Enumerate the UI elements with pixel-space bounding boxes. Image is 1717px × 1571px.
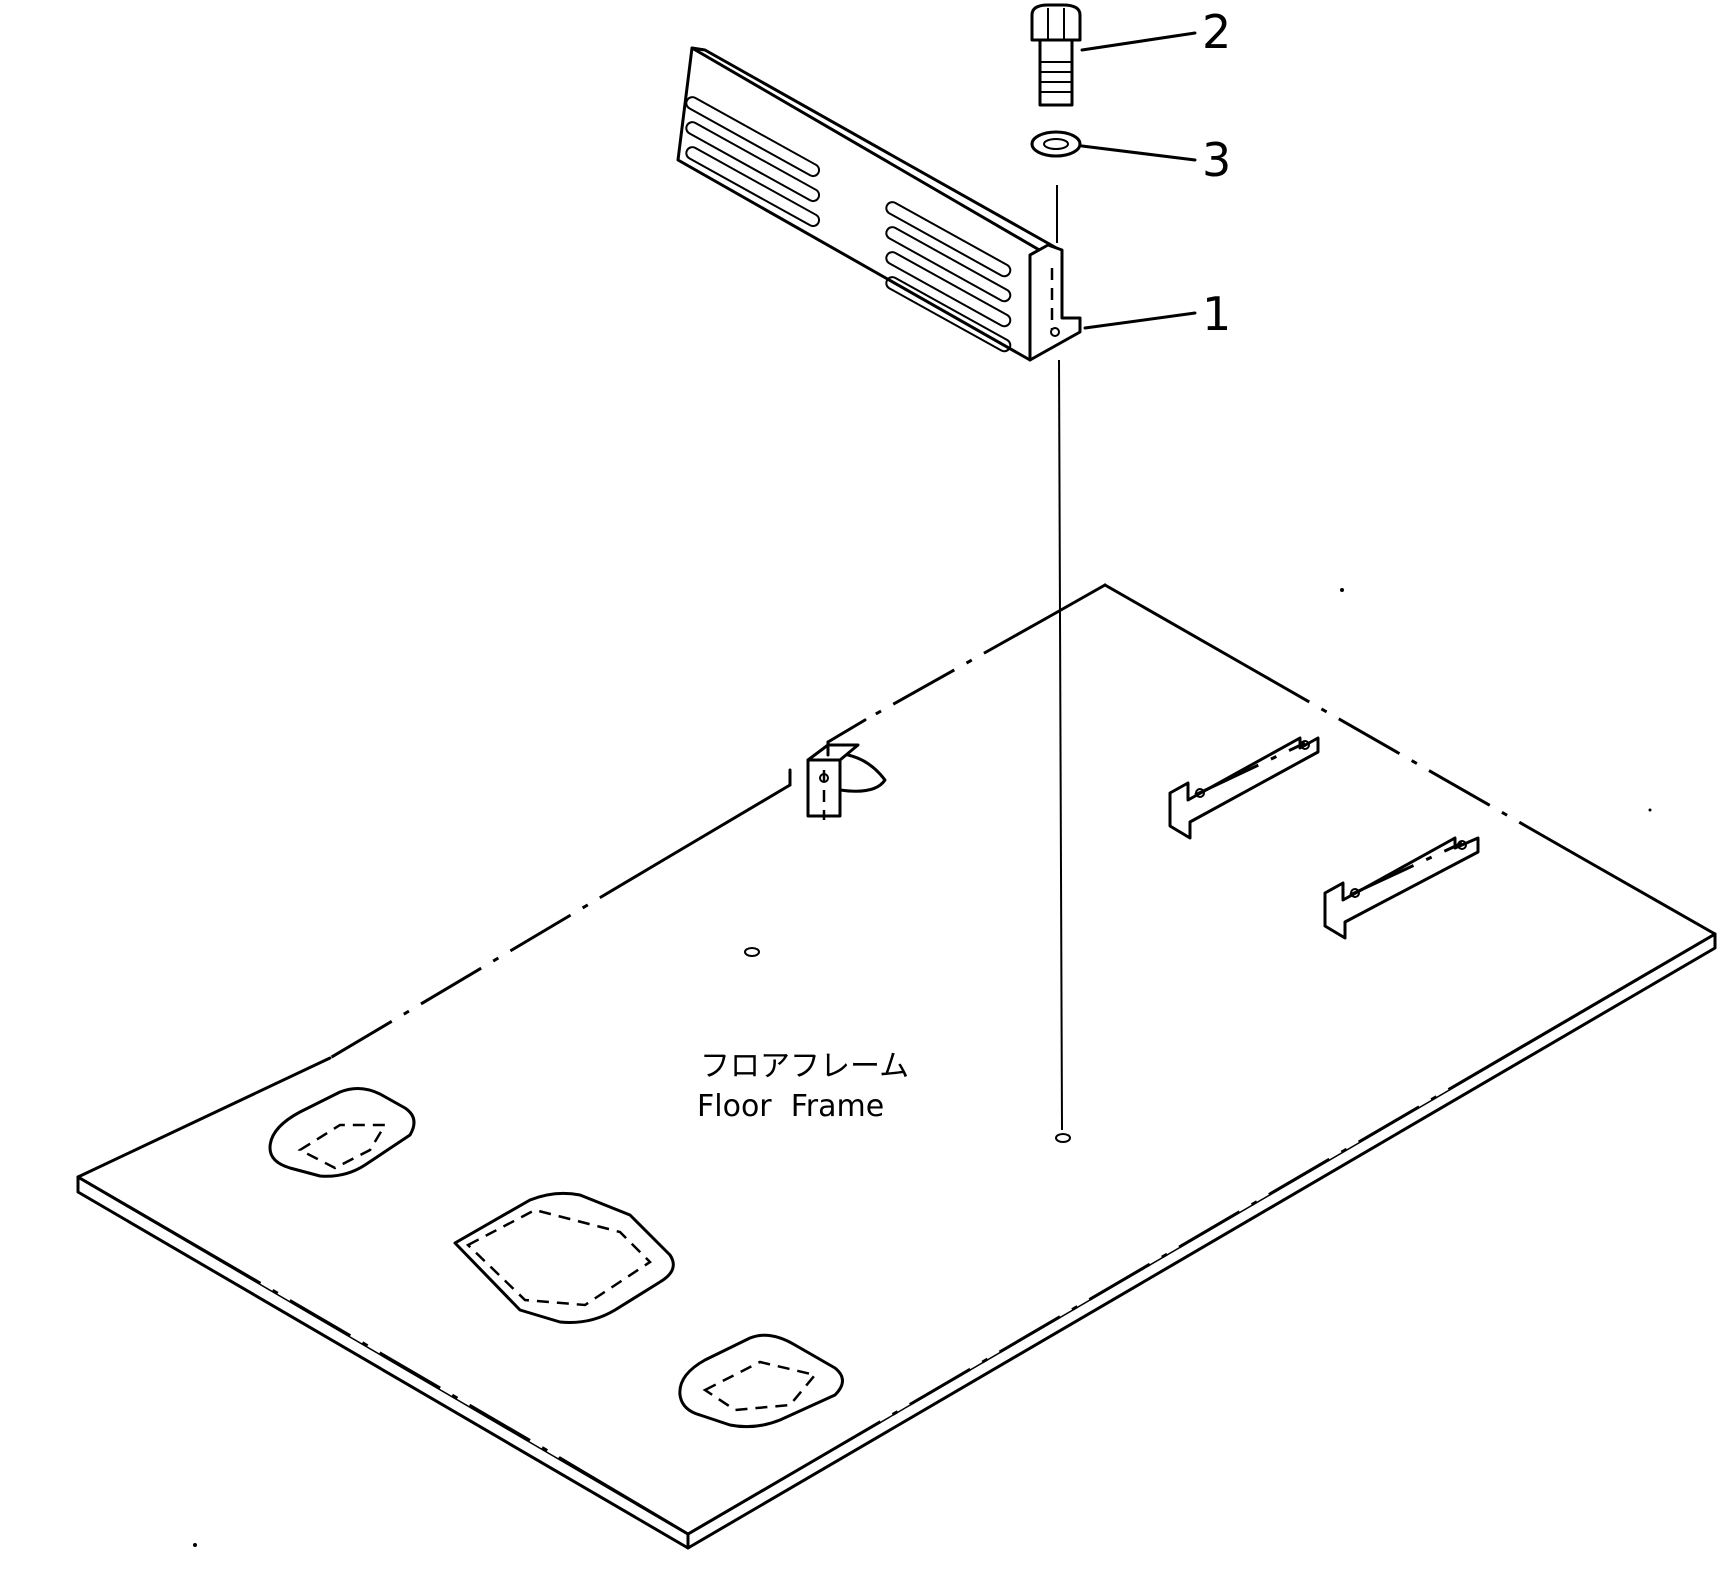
- heater-cover-icon: [676, 46, 1082, 362]
- floor-frame-top-face: [78, 585, 1715, 1534]
- callout-2: 2: [1080, 5, 1231, 59]
- right-bracket-lower: [1323, 836, 1480, 940]
- floor-frame: フロアフレーム Floor Frame: [76, 583, 1717, 1550]
- heater-cover-louvres: [685, 96, 1012, 353]
- callout-3: 3: [1080, 133, 1231, 187]
- mounting-axis-line-lower: [1058, 359, 1063, 1131]
- floor-frame-label-ja: フロアフレーム: [700, 1049, 909, 1084]
- callout-1: 1: [1083, 287, 1231, 341]
- floor-hole-left: [744, 947, 760, 957]
- washer-icon: [1030, 130, 1082, 158]
- floor-opening-small-upper: [268, 1087, 416, 1178]
- part-number-2: 2: [1202, 5, 1231, 59]
- part-number-3: 3: [1202, 133, 1231, 187]
- part-number-1: 1: [1202, 287, 1231, 341]
- bolt-icon: [1030, 3, 1082, 107]
- rear-bracket: [806, 743, 887, 820]
- floor-frame-label-en: Floor Frame: [697, 1089, 884, 1124]
- right-bracket-upper: [1168, 736, 1320, 840]
- floor-opening-large: [453, 1191, 675, 1324]
- floor-hole-mount: [1055, 1133, 1071, 1143]
- floor-opening-small-lower: [678, 1333, 844, 1429]
